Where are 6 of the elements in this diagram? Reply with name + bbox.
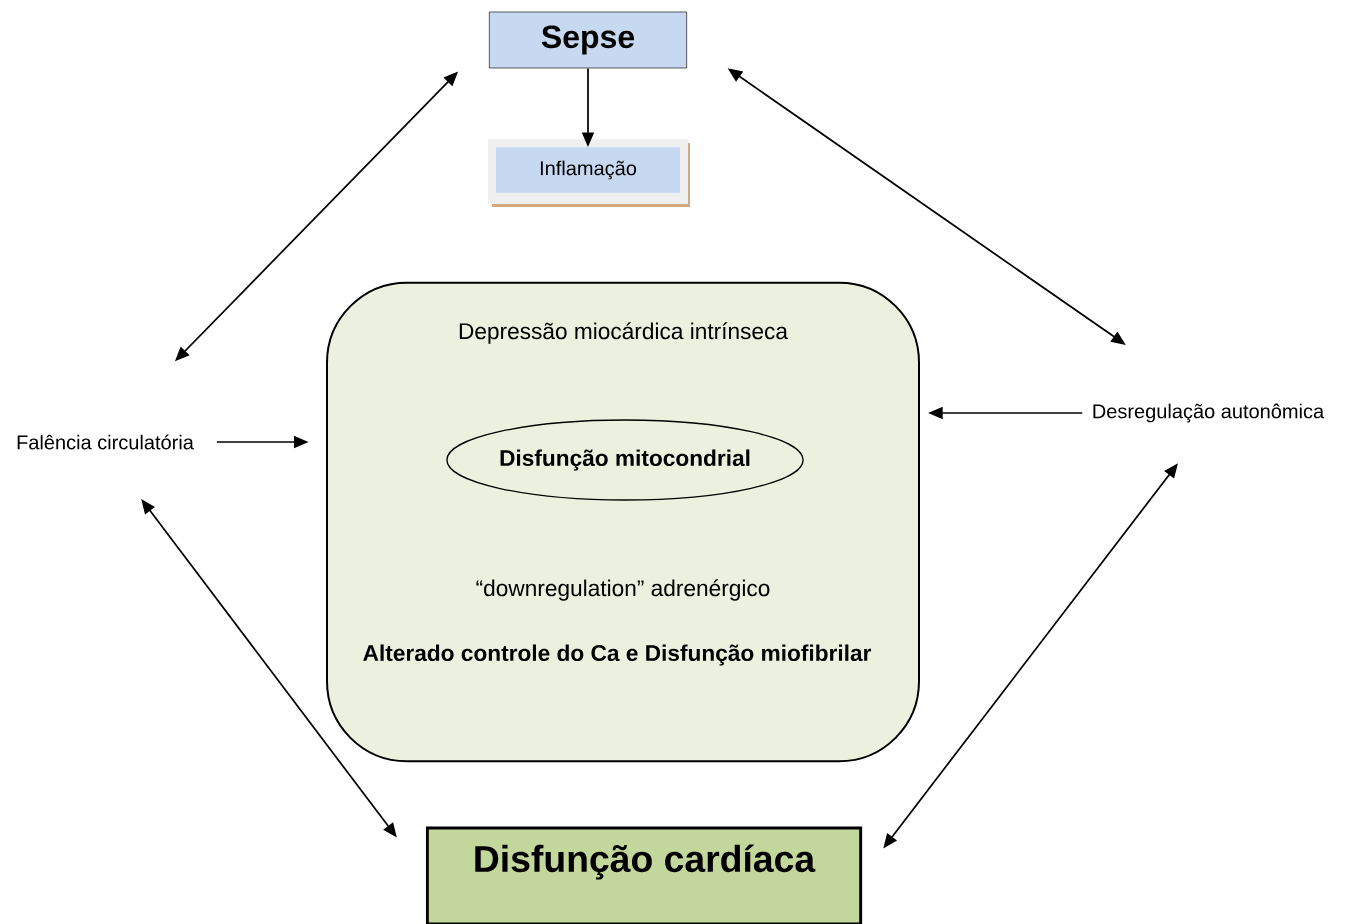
outcome-box: Disfunção cardíaca — [425, 826, 863, 924]
process-box: Inflamação — [488, 139, 690, 207]
node-label: Falência circulatória — [17, 434, 194, 450]
ellipse-node: Disfunção mitocondrial — [446, 419, 804, 501]
node-label: Desregulação autonômica — [1093, 403, 1325, 423]
title-box: Sepse — [488, 11, 688, 69]
